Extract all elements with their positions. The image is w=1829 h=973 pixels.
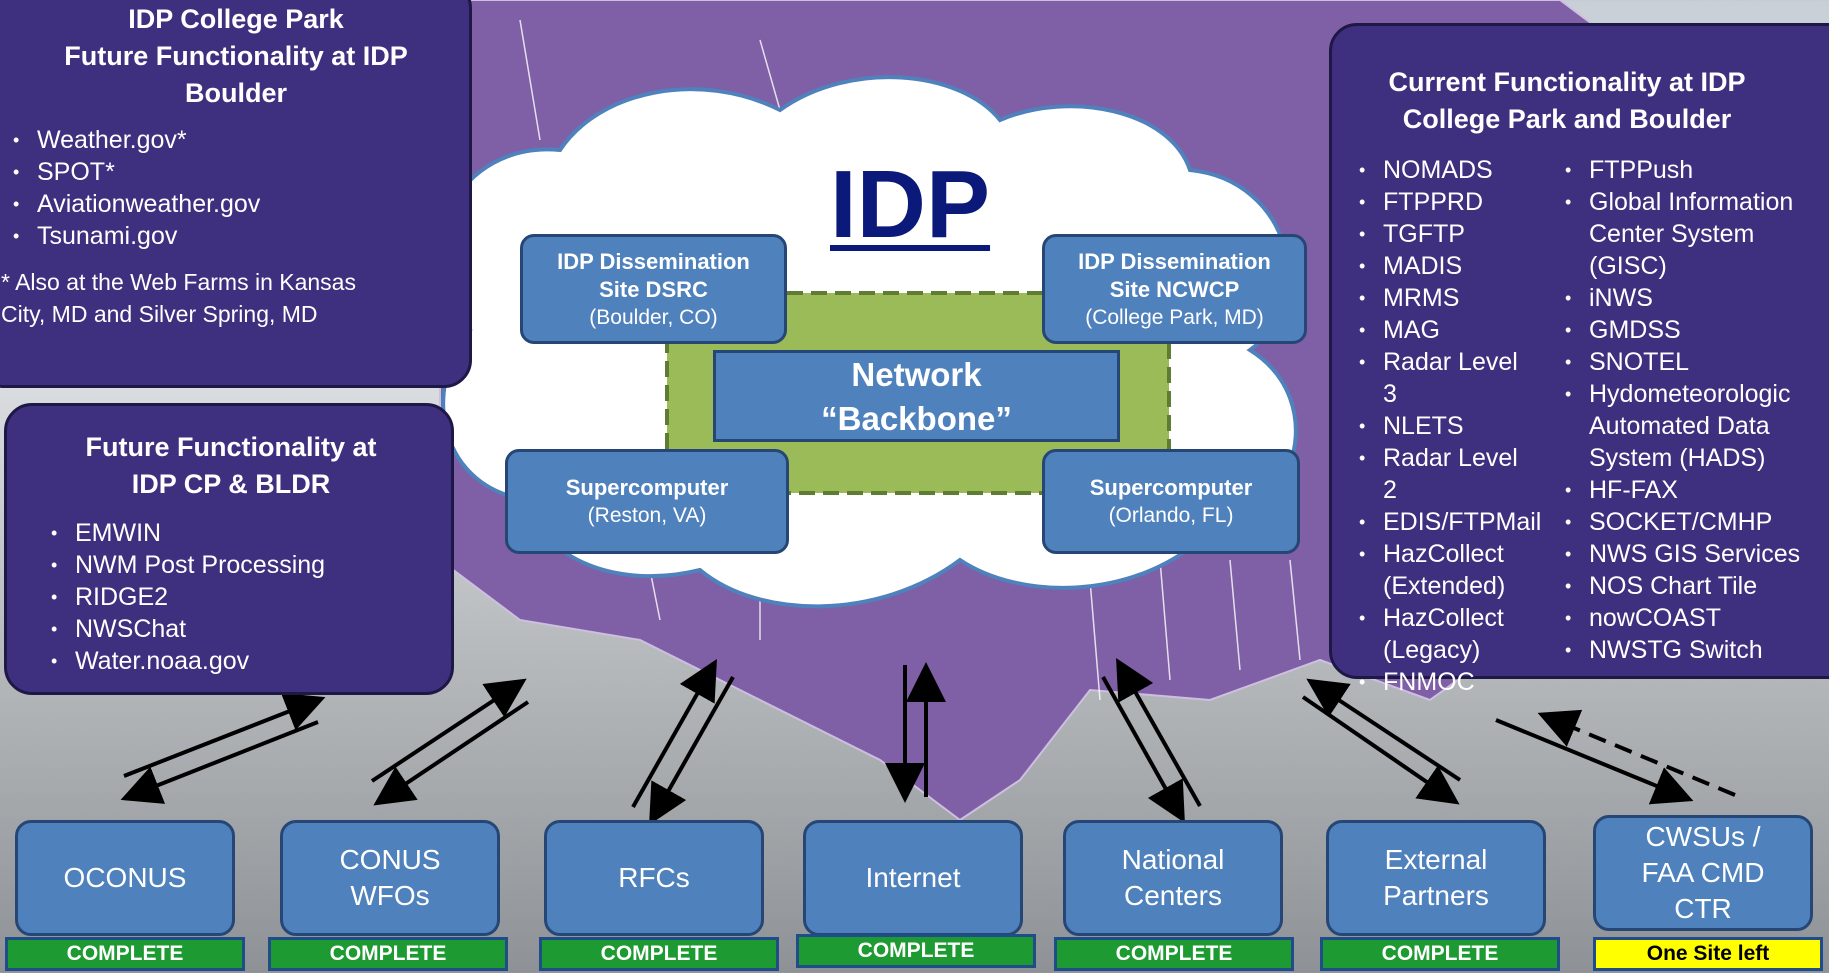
- list-item: NOMADS: [1347, 154, 1537, 186]
- list-item: Tsunami.gov: [1, 220, 449, 252]
- idp-title: IDP: [830, 151, 991, 258]
- cp-bldr-future-panel: Future Functionality at IDP CP & BLDR EM…: [4, 403, 454, 695]
- site-title: IDP Dissemination Site DSRC: [557, 248, 750, 302]
- site-location: (Orlando, FL): [1108, 504, 1234, 527]
- list-item: HazCollect (Extended): [1347, 538, 1513, 602]
- site-title: Supercomputer: [565, 475, 729, 500]
- network-backbone: Network “Backbone”: [713, 350, 1120, 442]
- list-item: SOCKET/CMHP: [1553, 506, 1829, 538]
- backbone-line2: “Backbone”: [821, 400, 1012, 437]
- arrow-conus-down: [373, 700, 530, 806]
- site-location: (College Park, MD): [1085, 305, 1264, 329]
- list-item: NLETS: [1347, 410, 1537, 442]
- panel-title-line: IDP CP & BLDR: [131, 469, 331, 499]
- supercomputer-reston: Supercomputer (Reston, VA): [505, 449, 789, 554]
- list-item: Weather.gov*: [1, 124, 449, 156]
- list-item: GMDSS: [1553, 314, 1829, 346]
- site-location: (Boulder, CO): [589, 305, 718, 329]
- site-dsrc: IDP Dissemination Site DSRC (Boulder, CO…: [520, 234, 787, 344]
- arrow-external-up: [1306, 678, 1462, 782]
- endpoint-external-partners: External Partners: [1326, 820, 1546, 936]
- list-item: TGFTP: [1347, 218, 1537, 250]
- list-item: MADIS: [1347, 250, 1537, 282]
- endpoint-label: National Centers: [1121, 844, 1225, 911]
- list-item: FTPPush: [1553, 154, 1829, 186]
- backbone-line1: Network: [851, 356, 982, 393]
- panel-title-line: IDP College Park: [128, 4, 344, 34]
- status-badge: COMPLETE: [1054, 937, 1294, 971]
- list-item: FTPPRD: [1347, 186, 1537, 218]
- arrow-rfcs-down: [649, 676, 735, 825]
- arrow-rfcs-up: [631, 659, 717, 808]
- endpoint-internet: Internet: [803, 820, 1023, 936]
- list-item: nowCOAST: [1553, 602, 1829, 634]
- list-item: HF-FAX: [1553, 474, 1829, 506]
- status-badge: COMPLETE: [1320, 937, 1560, 971]
- list-item: Water.noaa.gov: [39, 645, 441, 677]
- endpoint-rfcs: RFCs: [544, 820, 764, 936]
- site-title: Supercomputer: [1089, 475, 1253, 500]
- arrow-cwsu-down: [1495, 718, 1694, 805]
- list-item: HazCollect (Legacy): [1347, 602, 1513, 666]
- panel-title-line: Current Functionality at IDP: [1388, 67, 1746, 97]
- future-functionality-list: EMWIN NWM Post Processing RIDGE2 NWSChat…: [39, 517, 441, 677]
- list-item: MRMS: [1347, 282, 1537, 314]
- arrow-external-down: [1301, 695, 1460, 805]
- site-ncwcp: IDP Dissemination Site NCWCP (College Pa…: [1042, 234, 1307, 344]
- current-list-col1: NOMADS FTPPRD TGFTP MADIS MRMS MAG Radar…: [1347, 154, 1541, 698]
- list-item: iNWS: [1553, 282, 1829, 314]
- endpoint-oconus: OCONUS: [15, 820, 235, 936]
- future-web-list: Weather.gov* SPOT* Aviationweather.gov T…: [1, 124, 449, 252]
- endpoint-label: External Partners: [1383, 844, 1489, 911]
- endpoint-label: OCONUS: [63, 862, 187, 893]
- current-functionality-panel: Current Functionality at IDP College Par…: [1329, 23, 1829, 698]
- status-badge: COMPLETE: [268, 937, 508, 971]
- supercomputer-orlando: Supercomputer (Orlando, FL): [1042, 449, 1300, 554]
- endpoint-label: RFCs: [618, 862, 690, 893]
- panel-title-line: Boulder: [184, 78, 287, 108]
- endpoint-national-centers: National Centers: [1063, 820, 1283, 936]
- list-item: SNOTEL: [1553, 346, 1829, 378]
- list-item: Radar Level 2: [1347, 442, 1537, 506]
- arrow-cwsu-up: [1537, 709, 1736, 797]
- panel-title-line: College Park and Boulder: [1402, 104, 1732, 134]
- list-item: Aviationweather.gov: [1, 188, 449, 220]
- site-title: IDP Dissemination Site NCWCP: [1078, 248, 1271, 302]
- list-item: NWS GIS Services: [1553, 538, 1829, 570]
- status-badge: One Site left: [1593, 937, 1823, 971]
- site-location: (Reston, VA): [587, 504, 707, 527]
- list-item: SPOT*: [1, 156, 449, 188]
- endpoint-cwsus-faa: CWSUs / FAA CMD CTR: [1593, 815, 1813, 931]
- list-item: NOS Chart Tile: [1553, 570, 1829, 602]
- status-badge: COMPLETE: [539, 937, 779, 971]
- current-list-col2: FTPPush Global Information Center System…: [1553, 154, 1829, 666]
- arrow-national-up: [1116, 658, 1202, 807]
- list-item: MAG: [1347, 314, 1537, 346]
- list-item: Hydometeorologic Automated Data System (…: [1553, 378, 1799, 474]
- list-item: EDIS/FTPMail: [1347, 506, 1541, 538]
- list-item: EMWIN: [39, 517, 441, 549]
- endpoint-label: Internet: [865, 862, 961, 893]
- endpoint-label: CWSUs / FAA CMD CTR: [1641, 821, 1765, 924]
- list-item: RIDGE2: [39, 581, 441, 613]
- arrow-oconus-down: [120, 720, 319, 804]
- endpoint-conus-wfos: CONUS WFOs: [280, 820, 500, 936]
- panel-title-line: Future Functionality at: [85, 432, 377, 462]
- list-item: NWSTG Switch: [1553, 634, 1829, 666]
- status-badge: COMPLETE: [5, 937, 245, 971]
- list-item: NWSChat: [39, 613, 441, 645]
- arrow-national-down: [1101, 676, 1185, 823]
- list-item: NWM Post Processing: [39, 549, 441, 581]
- list-item: Radar Level 3: [1347, 346, 1537, 410]
- endpoint-label: CONUS WFOs: [339, 844, 441, 911]
- college-park-future-panel: IDP College Park Future Functionality at…: [0, 0, 472, 388]
- panel-title-line: Future Functionality at IDP: [64, 41, 408, 71]
- list-item: FNMOC: [1347, 666, 1537, 698]
- list-item: Global Information Center System (GISC): [1553, 186, 1799, 282]
- arrow-conus-up: [370, 678, 527, 783]
- status-badge: COMPLETE: [796, 934, 1036, 968]
- web-farms-note: * Also at the Web Farms in Kansas City, …: [1, 269, 356, 327]
- arrow-oconus-up: [123, 693, 326, 778]
